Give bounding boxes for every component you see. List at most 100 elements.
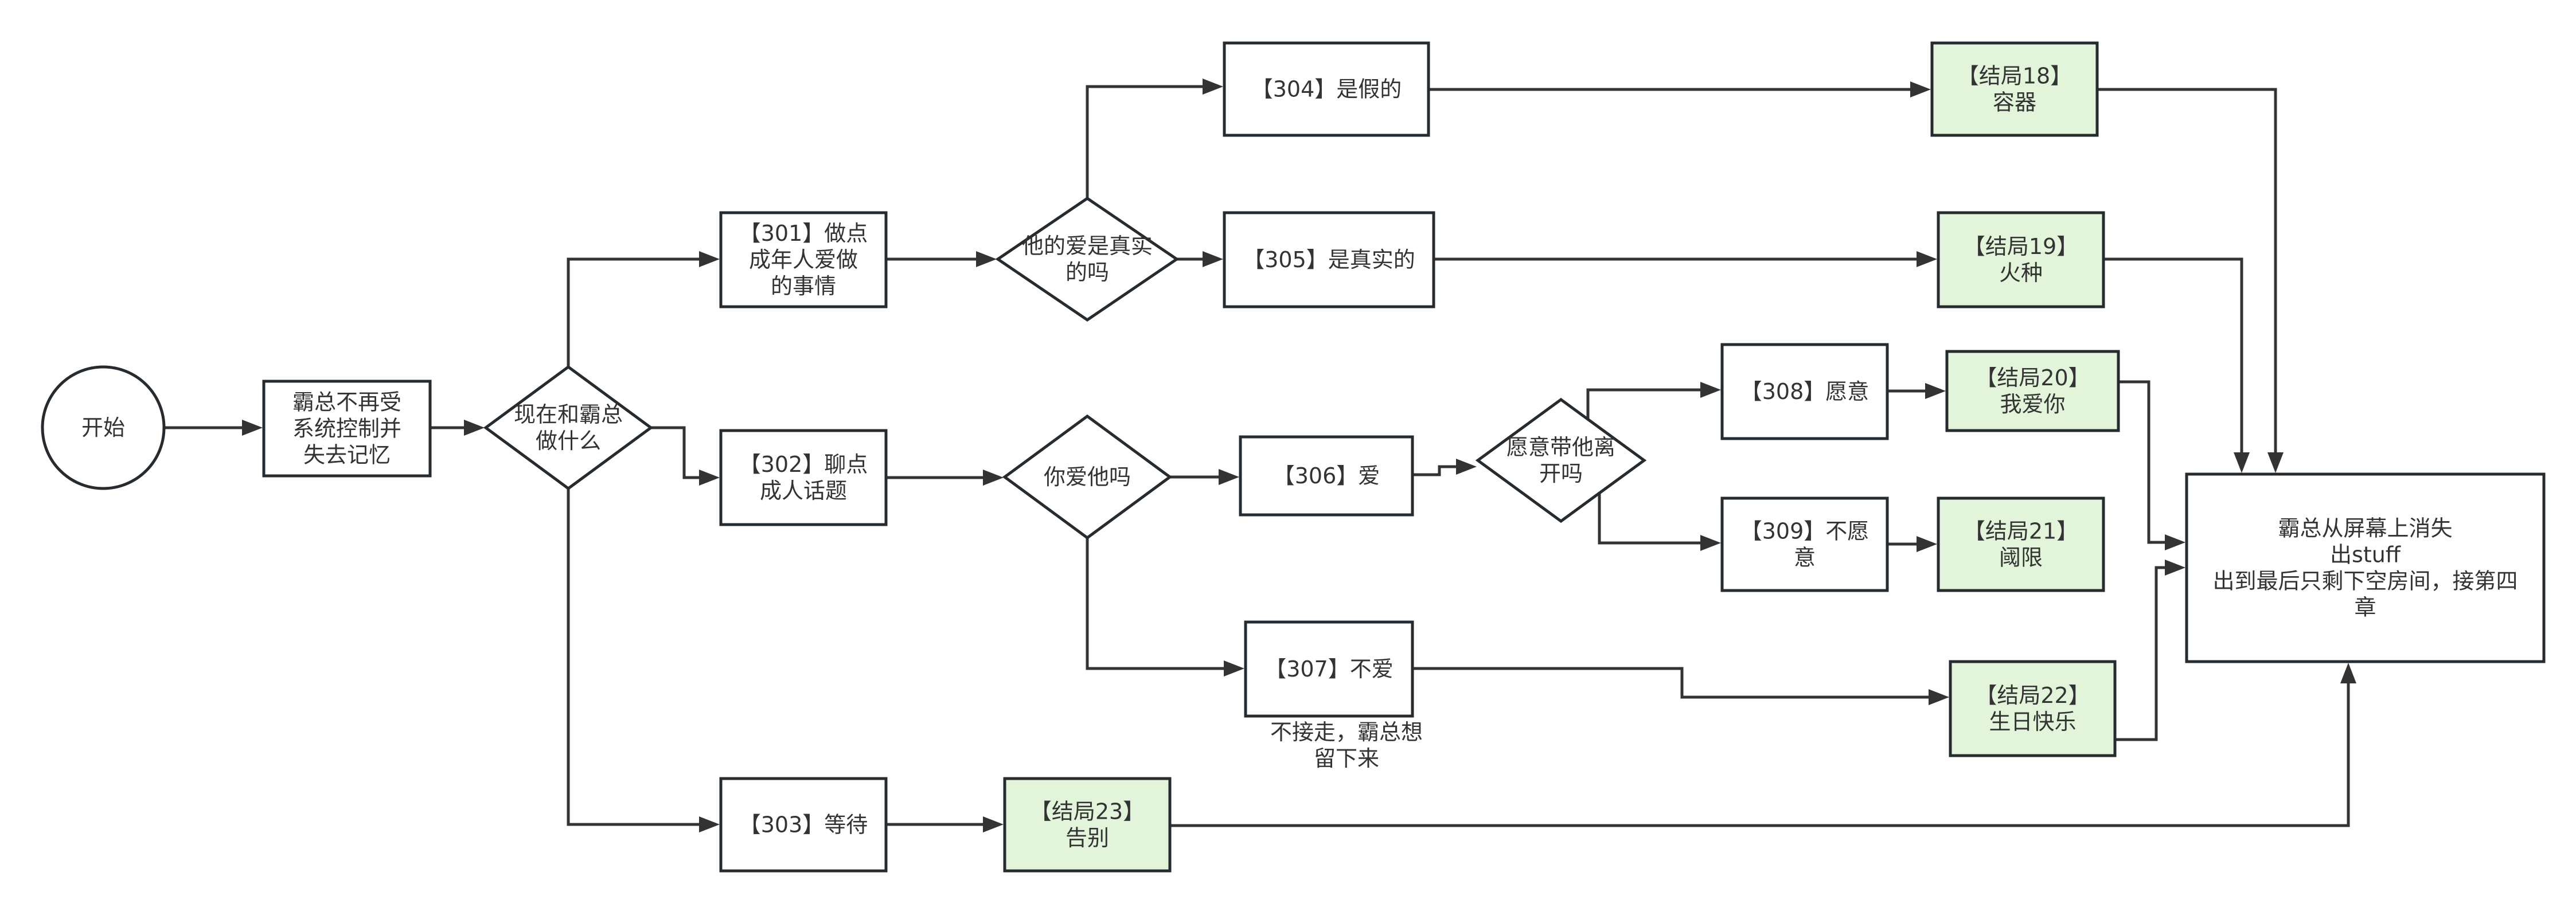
edge-n307-to-end22 — [1412, 667, 1949, 705]
edges-layer — [164, 79, 2356, 832]
node-end21[interactable]: 【结局21】阈限 — [1937, 496, 2105, 592]
edge-n306-to-q_leave — [1412, 459, 1477, 476]
arrowhead-icon — [1456, 459, 1477, 475]
connector-line — [2118, 380, 2165, 544]
connector-line — [2103, 257, 2243, 452]
n307-text-line: 【307】不爱 — [1264, 656, 1394, 682]
intro-text-line: 霸总不再受 — [292, 390, 401, 415]
arrowhead-icon — [1917, 536, 1937, 552]
node-end22[interactable]: 【结局22】生日快乐 — [1949, 660, 2117, 757]
edge-q_what-to-n301 — [567, 251, 720, 367]
edge-n305-to-end19 — [1434, 251, 1937, 267]
edge-end20-to-final — [2118, 380, 2185, 550]
node-start[interactable]: 开始 — [41, 365, 166, 490]
arrowhead-icon — [2165, 560, 2185, 576]
n301-text-line: 成年人爱做 — [749, 247, 858, 272]
n309-text-line: 意 — [1794, 545, 1816, 570]
end23-text-line: 【结局23】 — [1030, 799, 1145, 824]
node-end18[interactable]: 【结局18】容器 — [1930, 41, 2099, 137]
q_what-text-line: 做什么 — [536, 428, 601, 453]
end18-text-line: 【结局18】 — [1957, 64, 2072, 89]
process-box-shape — [1223, 41, 1430, 137]
connector-line — [567, 488, 699, 826]
arrowhead-icon — [1700, 535, 1721, 551]
process-box-shape — [719, 429, 888, 526]
n305-text-line: 【305】是真实的 — [1243, 247, 1415, 272]
node-n307[interactable]: 【307】不爱 — [1244, 620, 1414, 718]
edge-q_what-to-n303 — [567, 488, 720, 832]
q_real-text-line: 的吗 — [1065, 260, 1109, 285]
n302-text-line: 成人话题 — [760, 478, 847, 503]
end20-text-line: 【结局20】 — [1975, 365, 2090, 390]
q_leave-text-line: 开吗 — [1539, 461, 1583, 486]
arrowhead-icon — [1929, 689, 1949, 705]
ending-box-shape — [1003, 777, 1172, 873]
arrowhead-icon — [976, 251, 997, 267]
node-end23[interactable]: 【结局23】告别 — [1003, 777, 1172, 873]
connector-line — [2097, 88, 2277, 452]
edge-n303-to-end23 — [886, 816, 1004, 832]
intro-text-line: 系统控制并 — [292, 416, 401, 441]
edge-q_love-to-n307 — [1086, 538, 1244, 677]
connector-line — [2115, 566, 2165, 741]
edge-n302-to-q_love — [886, 470, 1004, 486]
start-text-line: 开始 — [81, 415, 125, 440]
node-end19[interactable]: 【结局19】火种 — [1937, 211, 2105, 308]
process-box-shape — [719, 211, 888, 308]
final-text-line: 霸总从屏幕上消失 — [2278, 516, 2452, 541]
node-n306[interactable]: 【306】爱 — [1239, 435, 1414, 517]
connector-line — [1170, 683, 2350, 827]
edge-n304-to-end18 — [1428, 81, 1931, 97]
connector-line — [1598, 493, 1700, 545]
process-box-shape — [1223, 211, 1435, 308]
connector-line — [1086, 85, 1203, 198]
n307_note-text-line: 留下来 — [1314, 746, 1379, 771]
end23-text-line: 告别 — [1065, 826, 1109, 851]
arrowhead-icon — [2234, 452, 2250, 473]
arrowhead-icon — [1917, 251, 1937, 267]
process-box-shape — [1239, 435, 1414, 517]
node-n308[interactable]: 【308】愿意 — [1720, 343, 1889, 440]
connector-line — [567, 257, 699, 367]
edge-q_love-to-n306 — [1170, 469, 1239, 485]
final-text-line: 出stuff — [2330, 542, 2401, 568]
ending-box-shape — [1949, 660, 2117, 757]
decision-diamond-shape — [995, 196, 1180, 322]
arrowhead-icon — [699, 251, 720, 267]
q_leave-text-line: 愿意带他离 — [1506, 435, 1615, 460]
edge-q_real-to-n305 — [1177, 251, 1223, 267]
process-box-shape — [1720, 343, 1889, 440]
connector-line — [1412, 667, 1929, 699]
n309-text-line: 【309】不愿 — [1740, 519, 1869, 544]
arrowhead-icon — [1219, 469, 1239, 485]
nodes-layer: 开始霸总不再受系统控制并失去记忆现在和霸总做什么【301】做点成年人爱做的事情他… — [41, 41, 2546, 873]
final-text-line: 出到最后只剩下空房间，接第四 — [2212, 569, 2518, 594]
node-n304[interactable]: 【304】是假的 — [1223, 41, 1430, 137]
arrowhead-icon — [1925, 383, 1946, 399]
arrowhead-icon — [699, 470, 720, 486]
node-n303[interactable]: 【303】等待 — [719, 777, 888, 873]
node-q_love[interactable]: 你爱他吗 — [1002, 414, 1173, 540]
n301-text-line: 的事情 — [771, 273, 836, 299]
node-end20[interactable]: 【结局20】我爱你 — [1945, 350, 2120, 432]
arrowhead-icon — [983, 816, 1004, 832]
ending-box-shape — [1930, 41, 2099, 137]
q_what-text-line: 现在和霸总 — [514, 402, 623, 427]
q_real-text-line: 他的爱是真实 — [1022, 233, 1153, 259]
node-n305[interactable]: 【305】是真实的 — [1223, 211, 1435, 308]
node-n309[interactable]: 【309】不愿意 — [1720, 496, 1889, 592]
arrowhead-icon — [1203, 79, 1223, 95]
n306-text-line: 【306】爱 — [1273, 463, 1380, 488]
end19-text-line: 【结局19】 — [1964, 234, 2078, 259]
arrowhead-icon — [2267, 452, 2284, 473]
edge-start-to-intro — [164, 420, 263, 436]
